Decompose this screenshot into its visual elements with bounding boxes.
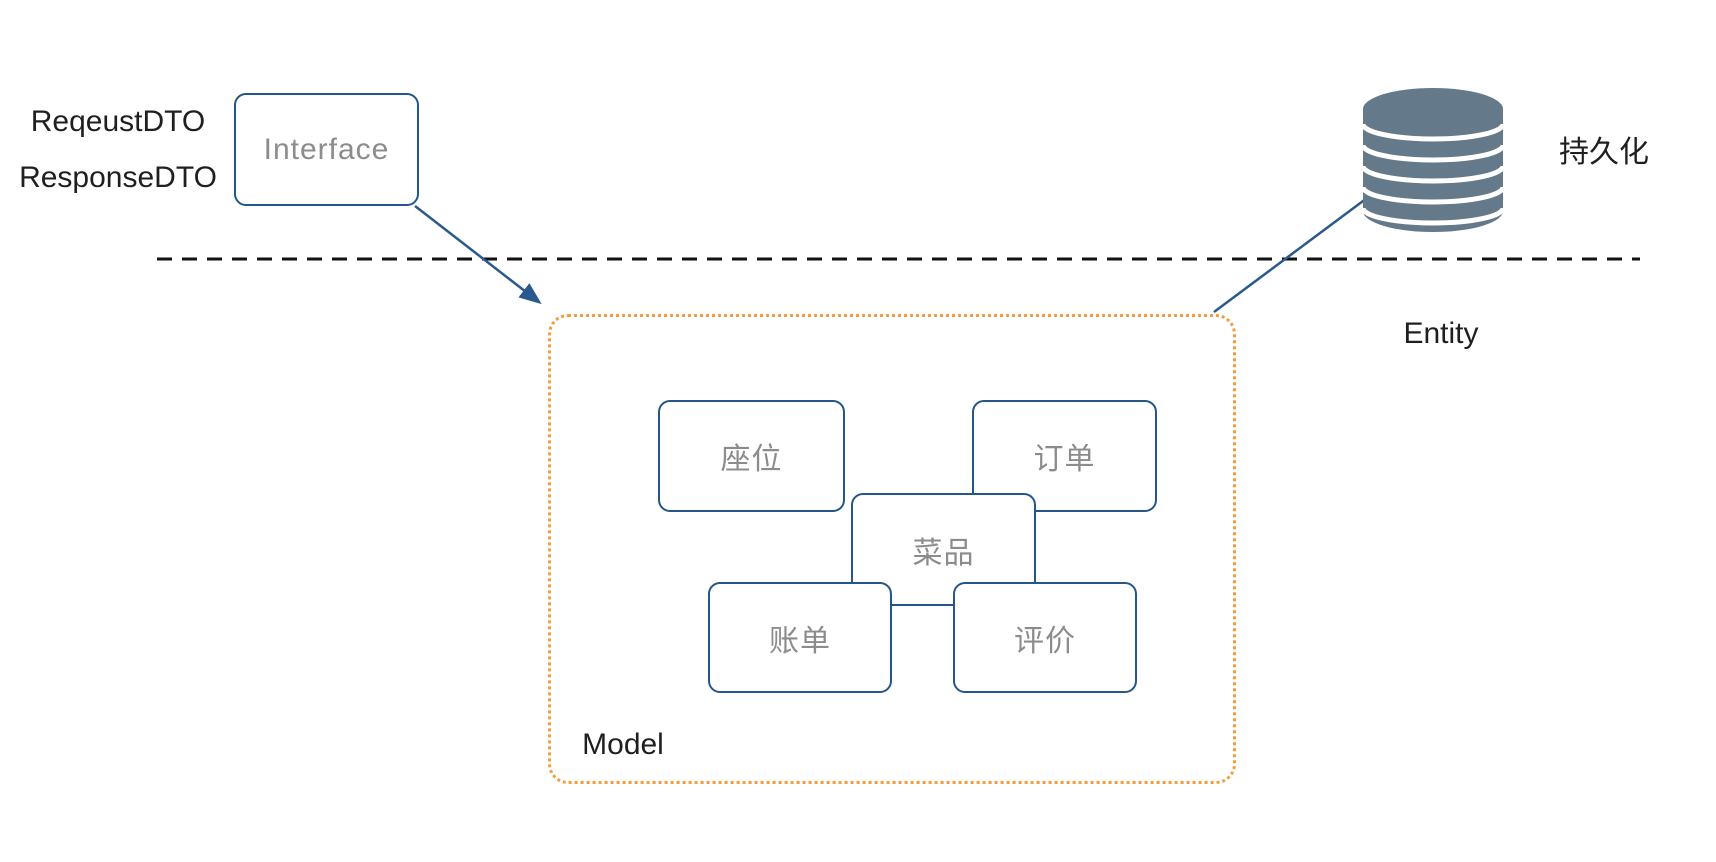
persistence-label: 持久化 xyxy=(1559,136,1649,169)
model-label: Model xyxy=(582,728,664,761)
interface-node-label: Interface xyxy=(263,132,390,166)
bill-node: 账单 xyxy=(708,582,892,693)
review-node: 评价 xyxy=(953,582,1137,693)
seat-node-label: 座位 xyxy=(720,443,783,476)
order-node-label: 订单 xyxy=(1033,443,1096,476)
request-dto-label: ReqeustDTO xyxy=(30,105,206,138)
review-node-label: 评价 xyxy=(1014,624,1076,658)
seat-node: 座位 xyxy=(658,400,845,512)
model-to-database-arrow xyxy=(1213,166,1409,314)
database-icon xyxy=(1360,88,1506,232)
bill-node-label: 账单 xyxy=(769,624,831,658)
interface-to-model-arrow xyxy=(414,205,542,305)
interface-node: Interface xyxy=(234,93,419,206)
dish-node-label: 菜品 xyxy=(912,536,975,570)
response-dto-label: ResponseDTO xyxy=(19,161,217,194)
entity-label: Entity xyxy=(1403,317,1479,350)
model-boundary-box xyxy=(548,314,1236,784)
